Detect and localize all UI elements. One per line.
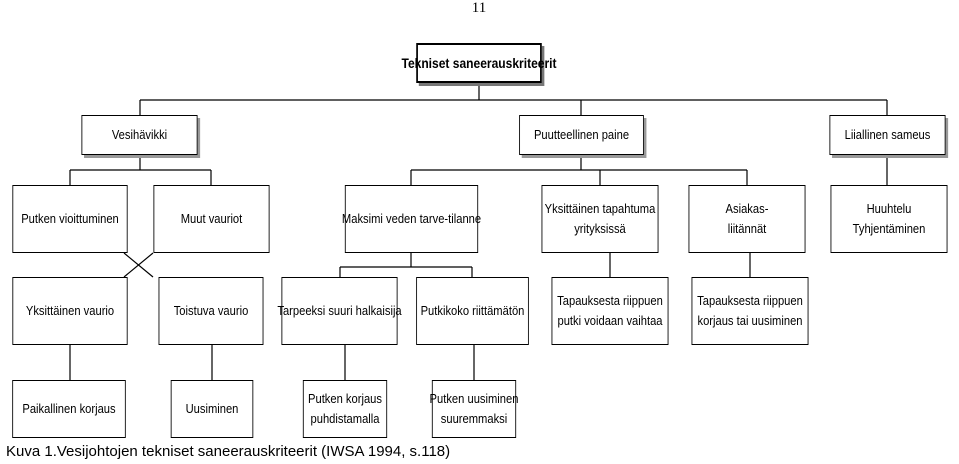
putkikoko-riittamaton-line1: Putkikoko riittämätön [420, 303, 525, 318]
liiallinen-sameus-box: Liiallinen sameus [829, 115, 946, 155]
connector-line-16 [123, 252, 154, 278]
putken-korjaus-line2: puhdistamalla [310, 411, 380, 426]
uusiminen-line1: Uusiminen [185, 401, 239, 416]
vesihavikki-label: Vesihävikki [111, 127, 168, 142]
tapauksesta-korjaus-line1: Tapauksesta riippuen [697, 293, 803, 308]
toistuva-vaurio-box: Toistuva vaurio [158, 277, 264, 345]
root-label: Tekniset saneerauskriteerit [401, 55, 557, 71]
putkikoko-riittamaton-box: Putkikoko riittämätön [416, 277, 529, 345]
putken-vioittuminen-box: Putken vioittuminen [12, 185, 128, 253]
putken-vioittuminen-line1: Putken vioittuminen [21, 211, 119, 226]
yksittainen-vaurio-line1: Yksittäinen vaurio [25, 303, 115, 318]
root-box: Tekniset saneerauskriteerit [401, 43, 557, 83]
putken-uusiminen-line2: suuremmaksi [440, 411, 508, 426]
tapauksesta-korjaus-line2: korjaus tai uusiminen [697, 313, 803, 328]
liiallinen-sameus-label: Liiallinen sameus [844, 127, 931, 142]
paikallinen-korjaus-box: Paikallinen korjaus [12, 380, 126, 438]
paikallinen-korjaus-line1: Paikallinen korjaus [22, 401, 116, 416]
puutteellinen-paine-box: Puutteellinen paine [519, 115, 644, 155]
huuhtelu-box: Huuhtelu Tyhjentäminen [830, 185, 948, 253]
tarpeeksi-suuri-halkaisija-box: Tarpeeksi suuri halkaisija [277, 277, 402, 345]
muut-vauriot-line1: Muut vauriot [180, 211, 243, 226]
tapauksesta-putki-line1: Tapauksesta riippuen [557, 293, 663, 308]
tapauksesta-putki-box: Tapauksesta riippuen putki voidaan vaiht… [551, 277, 669, 345]
yksittainen-tapahtuma-line1: Yksittäinen tapahtuma [544, 201, 656, 216]
huuhtelu-line2: Tyhjentäminen [852, 221, 926, 236]
putken-uusiminen-line1: Putken uusiminen [429, 391, 519, 406]
putken-korjaus-box: Putken korjaus puhdistamalla [302, 380, 388, 438]
putken-uusiminen-box: Putken uusiminen suuremmaksi [429, 380, 519, 438]
uusiminen-box: Uusiminen [170, 380, 254, 438]
maksimi-veden-tarve-box: Maksimi veden tarve-tilanne [341, 185, 482, 253]
muut-vauriot-box: Muut vauriot [153, 185, 270, 253]
vesihavikki-box: Vesihävikki [81, 115, 198, 155]
yksittainen-vaurio-box: Yksittäinen vaurio [12, 277, 128, 345]
putken-korjaus-line1: Putken korjaus [308, 391, 382, 406]
tarpeeksi-suuri-halkaisija-line1: Tarpeeksi suuri halkaisija [277, 303, 402, 318]
yksittainen-tapahtuma-line2: yrityksissä [574, 221, 626, 236]
tapauksesta-korjaus-box: Tapauksesta riippuen korjaus tai uusimin… [691, 277, 809, 345]
huuhtelu-line1: Huuhtelu [866, 201, 912, 216]
tapauksesta-putki-line2: putki voidaan vaihtaa [557, 313, 663, 328]
toistuva-vaurio-line1: Toistuva vaurio [173, 303, 249, 318]
puutteellinen-paine-label: Puutteellinen paine [533, 127, 630, 142]
page-number: 11 [471, 0, 487, 16]
asiakasliitannat-line2: liitännät [727, 221, 767, 236]
asiakasliitannat-line1: Asiakas- [725, 201, 769, 216]
maksimi-veden-tarve-line1: Maksimi veden tarve-tilanne [341, 211, 482, 226]
figure-caption: Kuva 1.Vesijohtojen tekniset saneerauskr… [6, 443, 451, 460]
yksittainen-tapahtuma-box: Yksittäinen tapahtuma yrityksissä [541, 185, 659, 253]
asiakasliitannat-box: Asiakas- liitännät [688, 185, 806, 253]
